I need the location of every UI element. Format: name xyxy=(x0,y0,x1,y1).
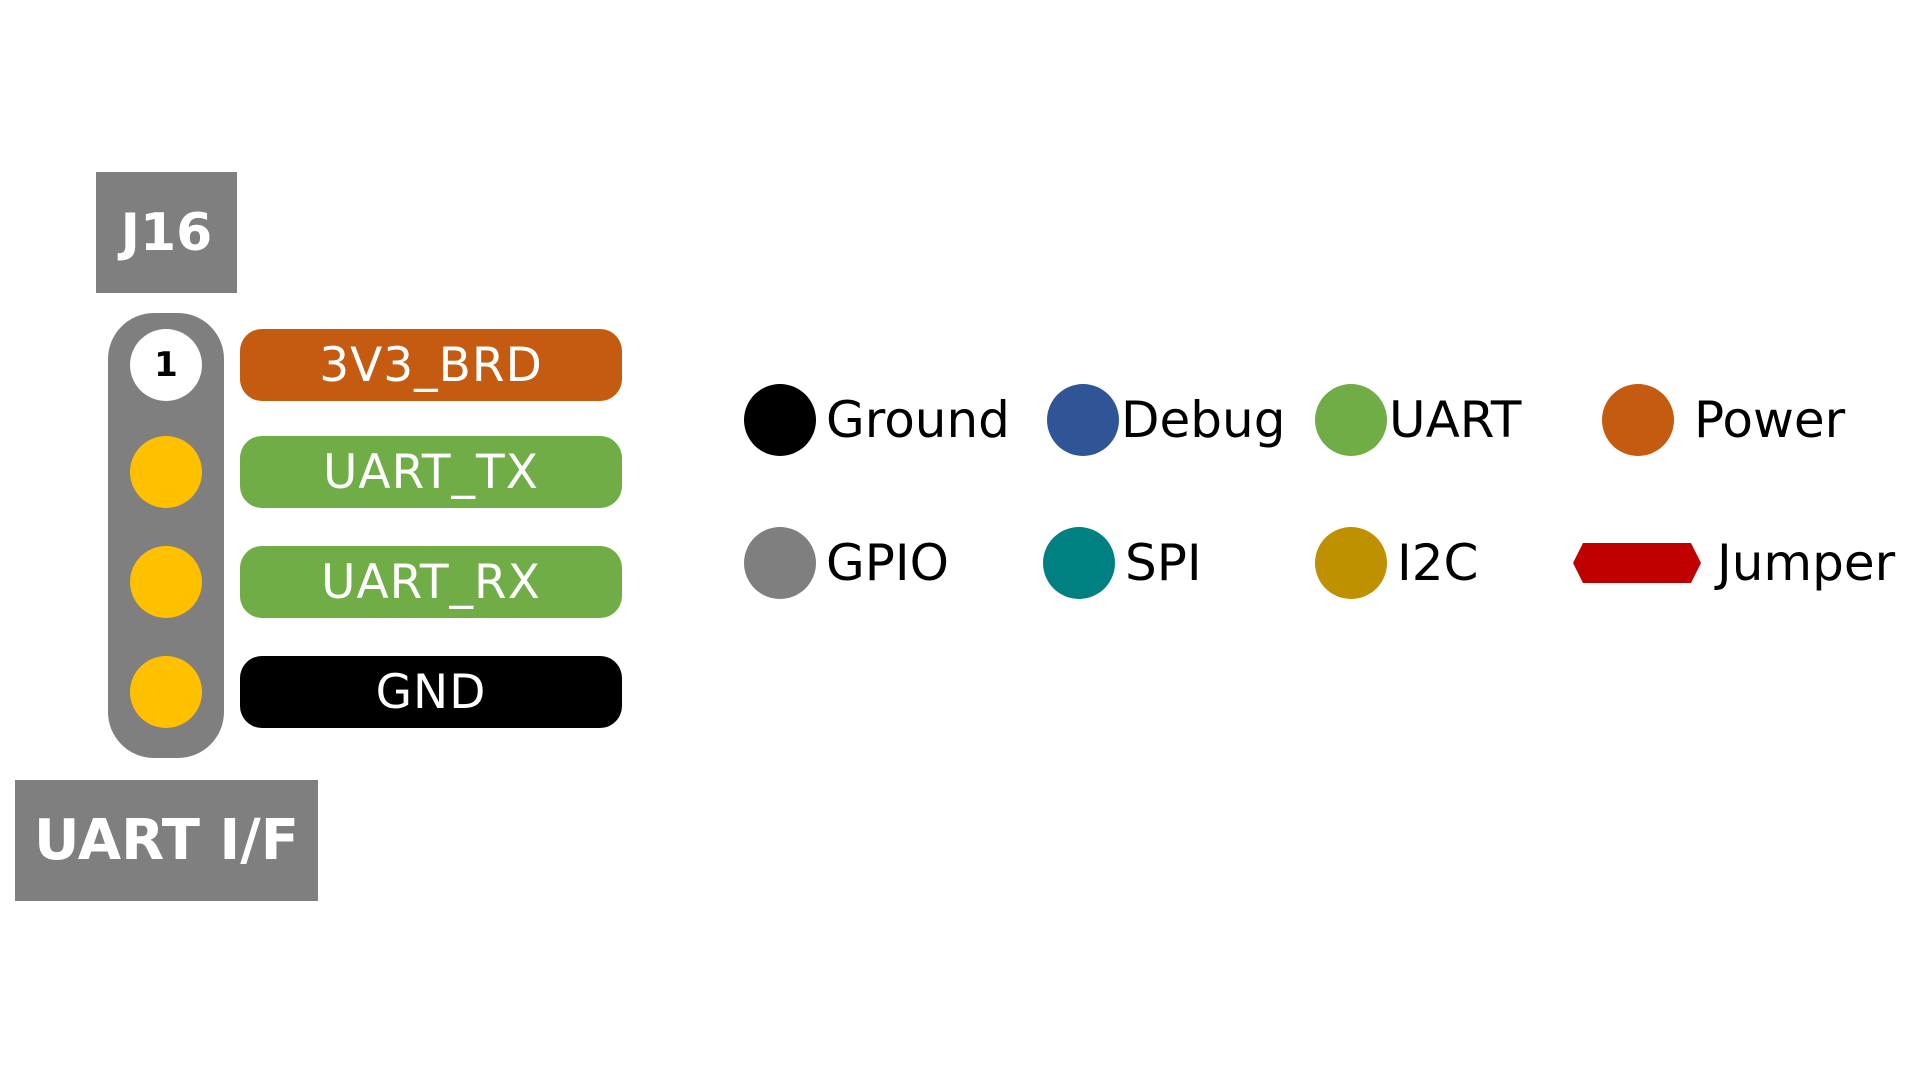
pin-label-3v3-brd: 3V3_BRD xyxy=(240,329,622,401)
jumper-icon xyxy=(1573,543,1701,583)
legend-label-spi: SPI xyxy=(1125,534,1202,592)
legend-label-ground: Ground xyxy=(826,391,1010,449)
i2c-swatch-icon xyxy=(1315,527,1387,599)
legend-item-spi: SPI xyxy=(1043,523,1202,603)
interface-label: UART I/F xyxy=(15,780,318,901)
legend-item-uart: UART xyxy=(1315,380,1521,460)
pin-1-pad: 1 xyxy=(130,329,202,401)
legend-item-i2c: I2C xyxy=(1315,523,1478,603)
legend-item-debug: Debug xyxy=(1047,380,1285,460)
legend-item-power: Power xyxy=(1602,380,1845,460)
legend-label-gpio: GPIO xyxy=(826,534,949,592)
legend-item-gpio: GPIO xyxy=(744,523,949,603)
power-swatch-icon xyxy=(1602,384,1674,456)
connector-name-label: J16 xyxy=(96,172,237,293)
uart-swatch-icon xyxy=(1315,384,1387,456)
debug-swatch-icon xyxy=(1047,384,1119,456)
ground-swatch-icon xyxy=(744,384,816,456)
legend-label-jumper: Jumper xyxy=(1717,534,1896,592)
legend-item-jumper: Jumper xyxy=(1573,523,1895,603)
gpio-swatch-icon xyxy=(744,527,816,599)
pin-label-uart-rx: UART_RX xyxy=(240,546,622,618)
pin-4-pad xyxy=(130,656,202,728)
legend-label-power: Power xyxy=(1694,391,1846,449)
legend-label-i2c: I2C xyxy=(1397,534,1479,592)
pin-3-pad xyxy=(130,546,202,618)
spi-swatch-icon xyxy=(1043,527,1115,599)
pin-label-uart-tx: UART_TX xyxy=(240,436,622,508)
pin-label-gnd: GND xyxy=(240,656,622,728)
legend-label-debug: Debug xyxy=(1121,391,1286,449)
legend-label-uart: UART xyxy=(1389,391,1522,449)
pin-2-pad xyxy=(130,436,202,508)
legend-item-ground: Ground xyxy=(744,380,1010,460)
